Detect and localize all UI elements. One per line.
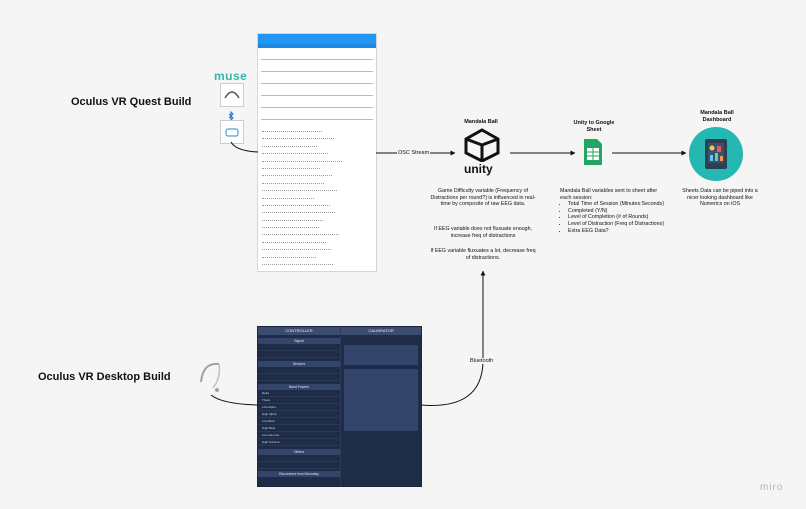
quest-build-title: Oculus VR Quest Build	[71, 96, 192, 108]
log-line	[262, 128, 322, 132]
bluetooth-label: Bluetooth	[469, 358, 495, 364]
unity-wordmark: unity	[464, 162, 493, 176]
log-line	[262, 246, 331, 251]
dashboard-icon	[688, 126, 744, 182]
fluxuate-lot-note: If EEG variable fluxuates a lot, decreas…	[430, 248, 536, 261]
calibrator-header: CALIBRATOR	[341, 327, 421, 335]
sheet-item: Extra EEG Data?	[568, 228, 664, 235]
band-row-label: High Alpha	[262, 412, 277, 416]
desktop-controller-screenshot: CONTROLLER Signal Sensors Band Powers De…	[257, 326, 422, 487]
section-others: Others	[258, 449, 340, 455]
band-row-label: Low Gamma	[262, 433, 280, 437]
dashboard-note: Sheets Data can be piped into a nicer lo…	[682, 188, 758, 208]
sheet-item: Completed (Y/N)	[568, 208, 664, 215]
log-line	[262, 239, 326, 243]
log-line	[262, 172, 332, 177]
mandala-ball-label: Mandala Ball	[464, 119, 498, 125]
panel-row	[258, 344, 340, 351]
log-line	[262, 165, 320, 169]
log-line	[262, 187, 337, 192]
not-fluxuate-note: If EEG variable does not fluxuate enough…	[433, 226, 533, 239]
log-line	[262, 217, 323, 221]
section-sensors: Sensors	[258, 361, 340, 367]
log-line	[262, 195, 314, 199]
neurosky-headset-icon	[197, 358, 223, 394]
calibrator-values-box	[344, 369, 418, 431]
log-line	[262, 224, 319, 229]
controller-header: CONTROLLER	[258, 327, 340, 335]
log-line	[262, 158, 342, 162]
android-app-screenshot	[257, 33, 377, 272]
sheet-variables-note: Mandala Ball variables sent to sheet aft…	[560, 188, 664, 234]
muse-headband-icon	[220, 83, 244, 107]
bluetooth-icon	[226, 108, 236, 122]
google-sheets-icon	[583, 138, 603, 166]
sheet-item: Total Time of Session (Minutes:Seconds)	[568, 201, 664, 208]
log-line	[262, 150, 328, 155]
band-row-label: Low Alpha	[262, 405, 276, 409]
sheet-intro: Mandala Ball variables sent to sheet aft…	[560, 188, 658, 201]
log-line	[262, 180, 324, 184]
log-line	[262, 268, 321, 271]
game-difficulty-note: Game Difficulty variable (Frequency of D…	[430, 188, 536, 208]
band-row-label: Low Beta	[262, 419, 275, 423]
desktop-build-title: Oculus VR Desktop Build	[38, 371, 171, 383]
dashboard-label: Mandala Ball Dashboard	[700, 110, 734, 123]
unity-logo-icon	[462, 128, 502, 163]
log-line	[262, 254, 316, 258]
band-row-label: Theta	[262, 398, 270, 402]
panel-row	[258, 367, 340, 374]
log-line	[262, 143, 317, 147]
panel-row	[258, 462, 340, 469]
oculus-quest-icon	[220, 120, 244, 144]
bluetooth-arrow	[420, 270, 486, 406]
band-row-label: High Gamma	[262, 440, 280, 444]
sheet-item: Level of Completion (# of Rounds)	[568, 214, 664, 221]
log-line	[262, 135, 334, 140]
band-row-label: Delta	[262, 391, 270, 395]
unity-to-sheet-label: Unity to Google Sheet	[573, 120, 615, 133]
band-row-label: High Beta	[262, 426, 276, 430]
section-signal: Signal	[258, 338, 340, 344]
log-line	[262, 261, 333, 266]
osc-stream-label: OSC Stream	[397, 150, 431, 156]
panel-row	[258, 351, 340, 358]
log-line	[262, 202, 330, 206]
miro-watermark: miro	[760, 482, 784, 493]
panel-row	[258, 455, 340, 462]
disconnect-button[interactable]: Disconnect from Neurosky	[258, 471, 340, 477]
log-line	[262, 209, 335, 214]
sheet-item: Level of Distraction (Freq of Distractio…	[568, 221, 664, 228]
panel-row	[258, 374, 340, 381]
log-line	[262, 231, 339, 236]
section-band-powers: Band Powers	[258, 384, 340, 390]
muse-logo: muse	[214, 69, 248, 83]
calibrator-info-box	[344, 345, 418, 365]
desktop-icon-to-panel-line	[210, 394, 259, 406]
